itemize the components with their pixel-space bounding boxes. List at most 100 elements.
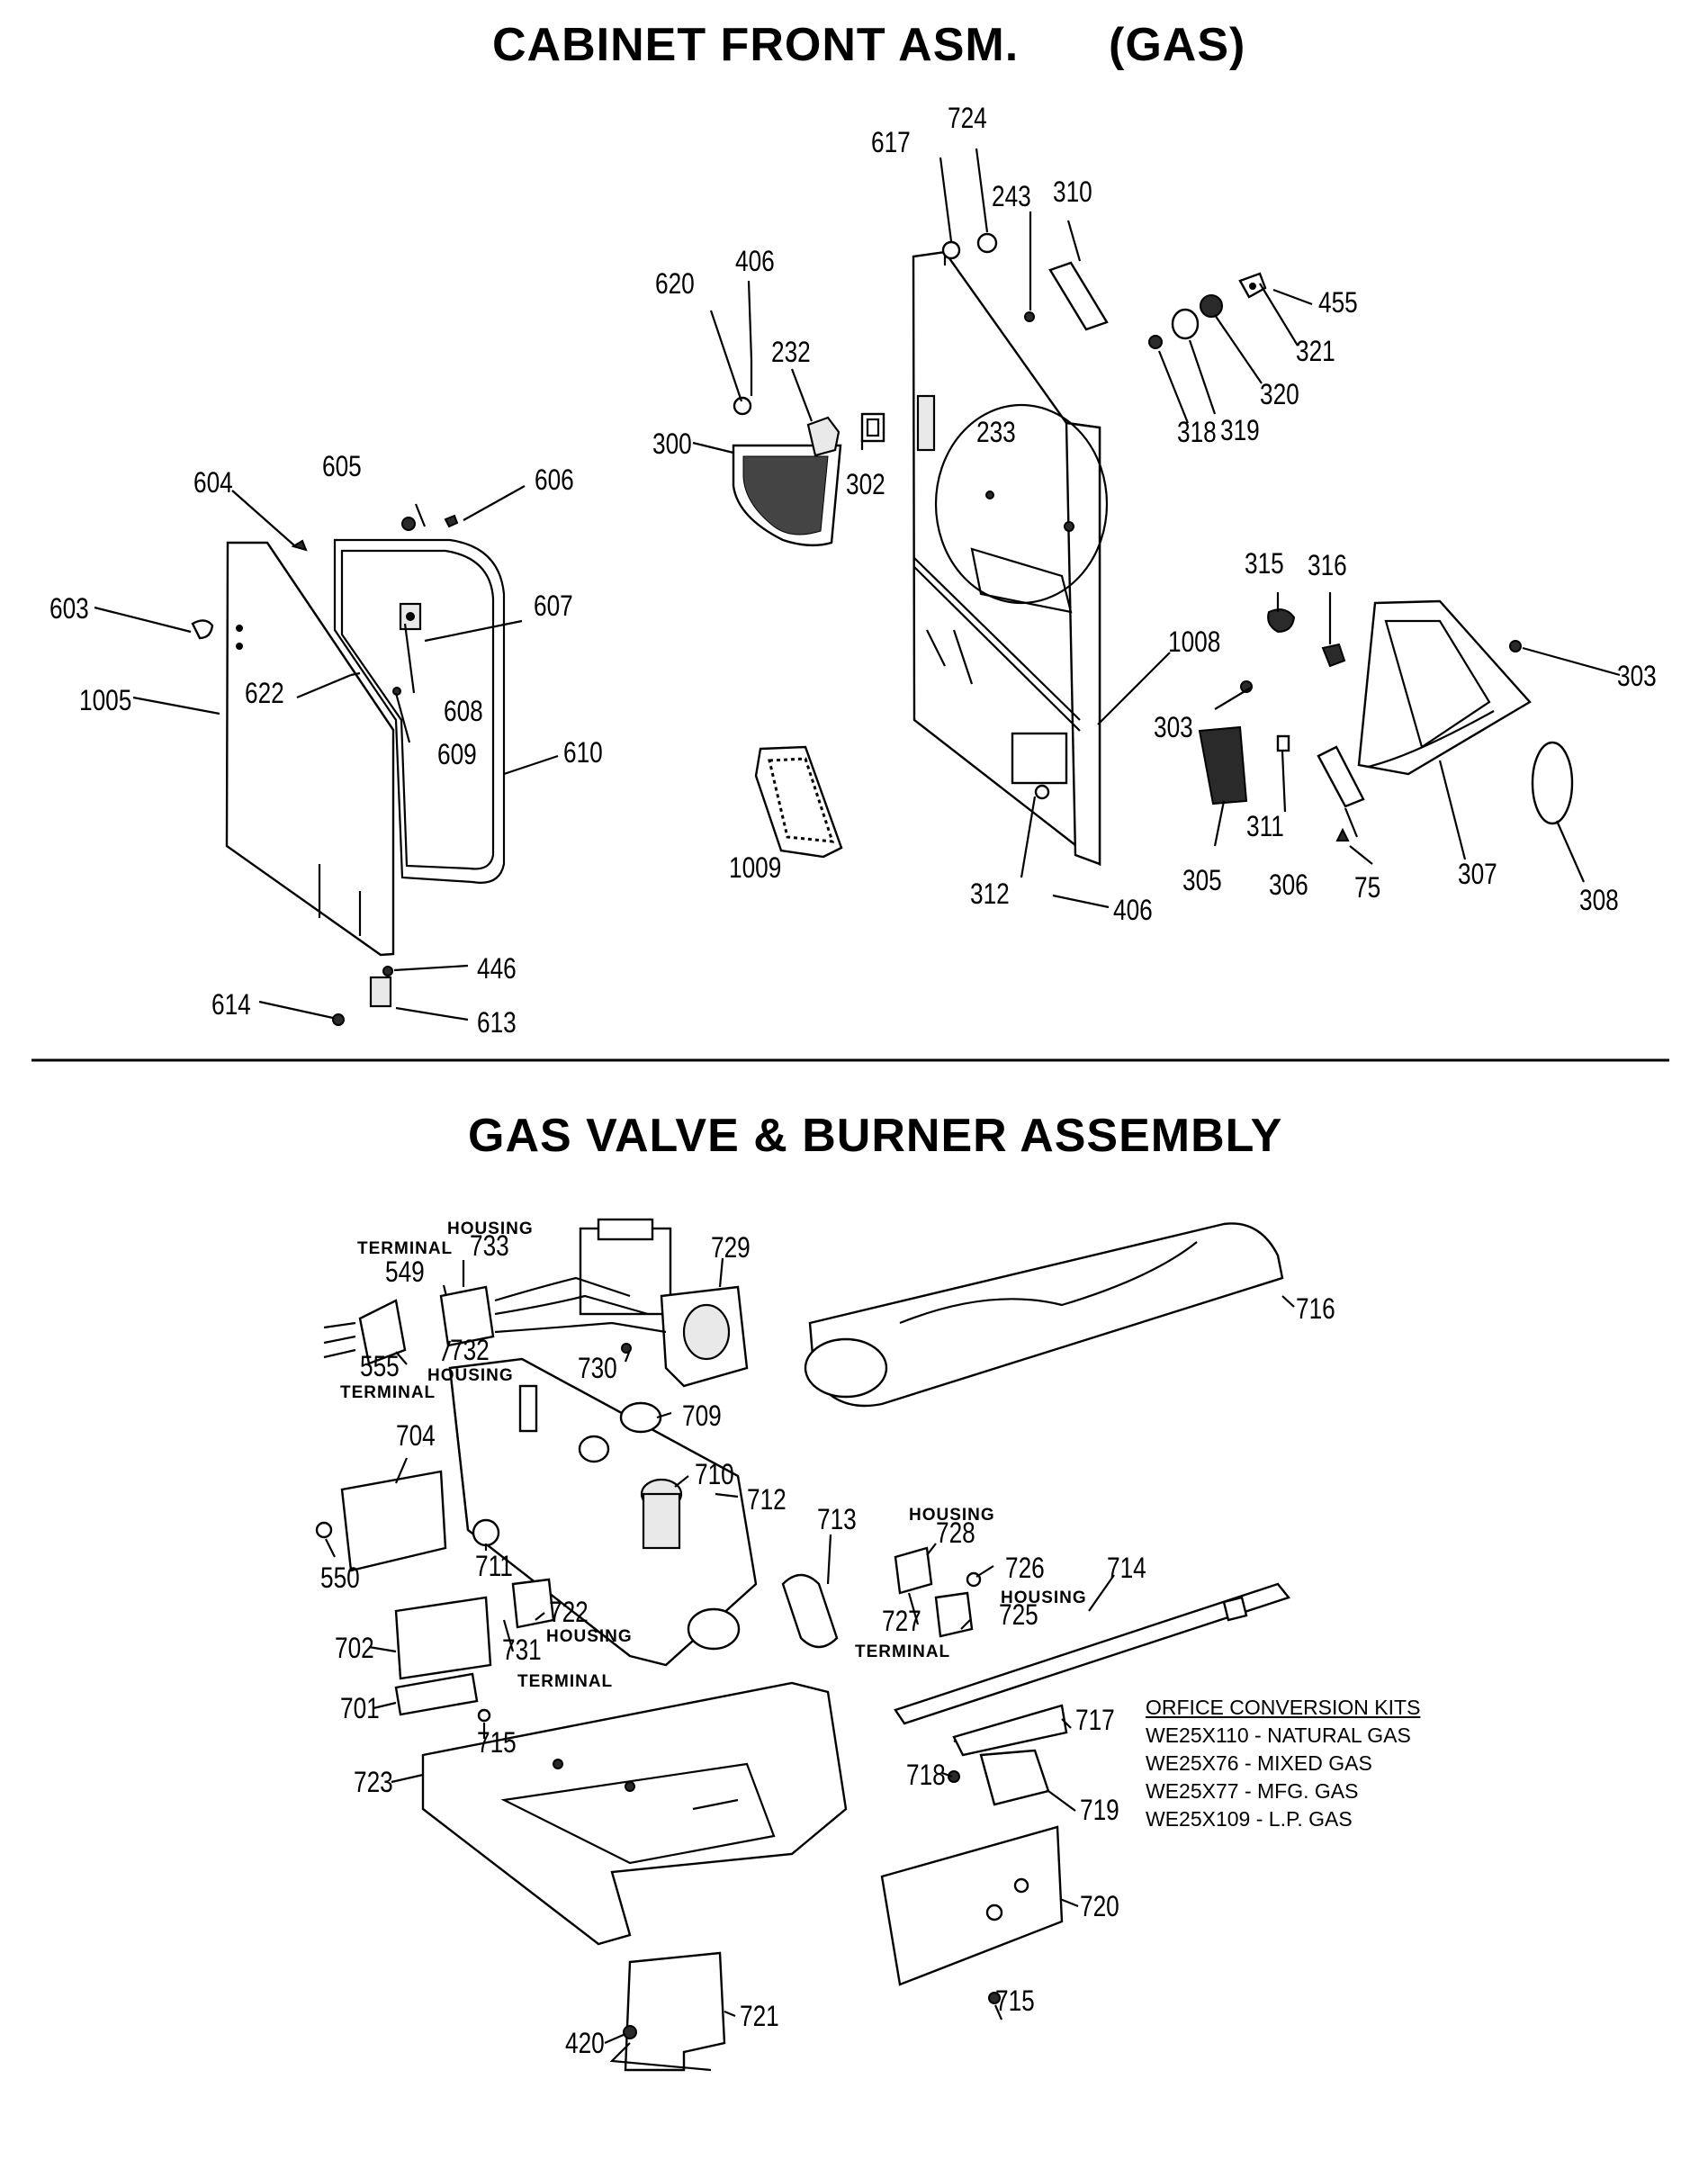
callout-420: 420: [565, 2027, 605, 2059]
callout-606: 606: [535, 464, 574, 496]
callout-714: 714: [1107, 1552, 1146, 1584]
callout-711: 711: [475, 1550, 513, 1582]
callout-723: 723: [354, 1766, 393, 1798]
callout-610: 610: [563, 736, 603, 769]
right-side-parts: [1198, 599, 1574, 842]
callout-709: 709: [682, 1400, 722, 1432]
kit-item: WE25X110 - NATURAL GAS: [1146, 1724, 1411, 1747]
leader-lines-1: [94, 148, 1621, 1022]
callout-550: 550: [320, 1562, 360, 1594]
callout-727: 727: [882, 1605, 921, 1637]
callout-604: 604: [193, 466, 233, 499]
callout-603: 603: [49, 592, 89, 625]
front-panel-1008: [912, 250, 1109, 867]
caption-housing-733: HOUSING: [447, 1220, 534, 1238]
caption-housing-722: HOUSING: [546, 1627, 633, 1646]
callout-733: 733: [470, 1229, 509, 1262]
callout-726: 726: [1005, 1552, 1045, 1584]
section1-subtitle: (GAS): [1109, 19, 1246, 71]
callout-300: 300: [652, 428, 692, 460]
callout-704: 704: [396, 1419, 436, 1452]
bracket-723: [421, 1681, 848, 1946]
callout-722: 722: [549, 1596, 589, 1628]
door-seal-610: [333, 538, 506, 884]
callout-702: 702: [335, 1632, 374, 1664]
burner-tube-716: [804, 1222, 1284, 1408]
callout-302: 302: [846, 468, 885, 500]
caption-terminal-555: TERMINAL: [340, 1383, 436, 1402]
kit-item: WE25X77 - MFG. GAS: [1146, 1779, 1359, 1803]
callout-406a: 406: [735, 245, 775, 277]
gas-valve-712: [448, 1343, 758, 1667]
callout-720: 720: [1080, 1890, 1119, 1922]
callout-1008: 1008: [1168, 626, 1221, 658]
callout-1009: 1009: [729, 851, 782, 884]
grille-1009: [754, 745, 843, 859]
callout-243: 243: [992, 180, 1031, 212]
callout-617: 617: [871, 126, 911, 158]
callout-306: 306: [1269, 868, 1308, 901]
valve-small-parts: [315, 1470, 982, 1723]
callout-316: 316: [1308, 549, 1347, 581]
callout-717: 717: [1075, 1704, 1115, 1736]
callout-730: 730: [578, 1352, 617, 1384]
callout-715a: 715: [477, 1726, 517, 1759]
callout-75: 75: [1354, 871, 1381, 904]
kit-item: WE25X109 - L.P. GAS: [1146, 1807, 1353, 1831]
caption-terminal-727: TERMINAL: [855, 1642, 951, 1661]
callout-715b: 715: [995, 1984, 1035, 2017]
callout-712: 712: [747, 1483, 787, 1516]
callout-311: 311: [1246, 810, 1284, 842]
callout-725: 725: [999, 1598, 1038, 1631]
bracket-721: [609, 1951, 726, 2072]
callout-305: 305: [1182, 864, 1222, 896]
callout-728: 728: [936, 1516, 975, 1549]
callout-308: 308: [1579, 884, 1619, 916]
callout-318: 318: [1177, 416, 1217, 448]
callout-607: 607: [534, 590, 573, 622]
callout-620: 620: [655, 267, 695, 300]
manifold-pipe-714: [894, 1582, 1291, 1806]
callout-320: 320: [1260, 378, 1299, 410]
door-hardware: [191, 514, 459, 1026]
callout-315: 315: [1245, 547, 1284, 580]
callout-233: 233: [976, 416, 1016, 448]
callout-721: 721: [740, 2000, 779, 2032]
callout-307: 307: [1458, 858, 1497, 890]
lint-filter-300: [732, 360, 885, 547]
callout-312: 312: [970, 878, 1010, 910]
caption-housing-732: HOUSING: [427, 1366, 514, 1385]
callout-321: 321: [1296, 335, 1335, 367]
callout-310: 310: [1053, 176, 1092, 208]
caption-housing-725: HOUSING: [1001, 1588, 1087, 1607]
callout-1005: 1005: [79, 684, 132, 716]
callout-713: 713: [817, 1503, 857, 1535]
callout-609: 609: [437, 738, 477, 770]
callout-555: 555: [360, 1350, 400, 1382]
callout-729: 729: [711, 1231, 751, 1264]
plate-720: [880, 1825, 1064, 2004]
callout-731: 731: [502, 1634, 542, 1666]
callout-719: 719: [1080, 1794, 1119, 1826]
caption-terminal-731: TERMINAL: [517, 1672, 614, 1691]
callout-701: 701: [340, 1692, 380, 1724]
kit-item: WE25X76 - MIXED GAS: [1146, 1751, 1372, 1775]
callout-718: 718: [906, 1759, 946, 1791]
callout-455: 455: [1318, 286, 1358, 319]
wire-harness: [323, 1276, 667, 1365]
callout-724: 724: [948, 102, 987, 134]
section1-title: CABINET FRONT ASM.: [492, 19, 1020, 71]
callout-710: 710: [695, 1458, 734, 1490]
callout-232: 232: [771, 336, 811, 368]
callout-549: 549: [385, 1256, 425, 1288]
callout-406b: 406: [1113, 894, 1153, 926]
kits-title: ORFICE CONVERSION KITS: [1146, 1696, 1421, 1719]
callout-605: 605: [322, 450, 362, 482]
section2-title: GAS VALVE & BURNER ASSEMBLY: [468, 1110, 1283, 1162]
callout-608: 608: [444, 695, 483, 727]
door-panel-1005: [225, 541, 395, 957]
callout-716: 716: [1296, 1292, 1335, 1325]
callout-613: 613: [477, 1006, 517, 1039]
